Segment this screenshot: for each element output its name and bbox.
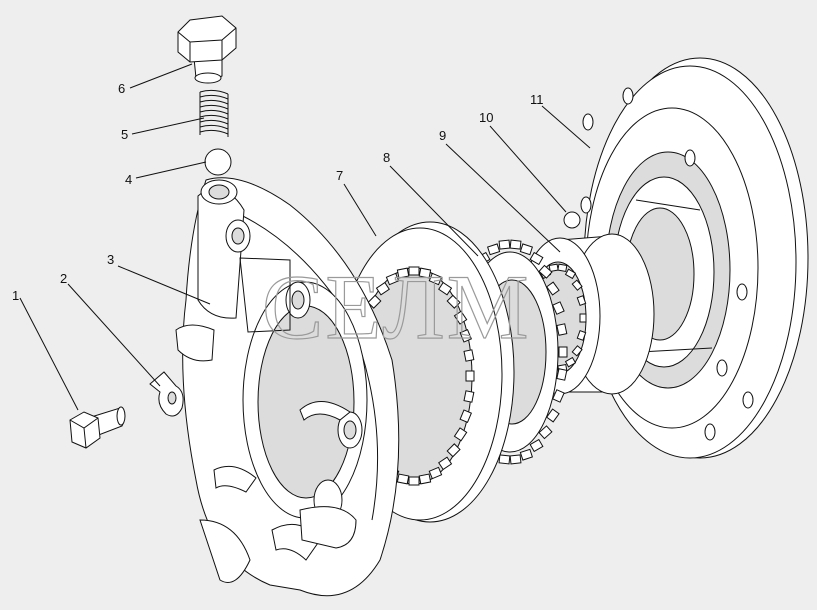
spring-coil (199, 124, 229, 130)
callout-3: 3 (107, 252, 114, 267)
callout-labels: 1 2 3 4 5 6 7 8 9 10 11 (12, 81, 544, 303)
gear-tooth (498, 239, 511, 250)
spring-coil (199, 114, 229, 120)
ring-tooth (396, 267, 410, 279)
gear-tooth (538, 425, 553, 440)
part-9-bushing (519, 233, 655, 395)
ring-tooth (375, 281, 390, 296)
spline-tooth (579, 313, 587, 323)
ring-tooth (408, 266, 420, 276)
gear-tooth (552, 301, 565, 315)
part-3-housing (175, 177, 400, 597)
callout-9: 9 (439, 128, 446, 143)
spring-coil (199, 119, 229, 125)
spline-tooth (564, 268, 577, 280)
ring-tooth (463, 349, 475, 362)
spline-tooth (564, 356, 577, 368)
spline-tooth (571, 345, 583, 357)
ring-tooth (459, 329, 472, 343)
callout-10: 10 (479, 110, 493, 125)
gear-tooth (546, 408, 560, 423)
ring-tooth (438, 456, 453, 471)
ring-tooth (465, 370, 475, 382)
callout-5: 5 (121, 127, 128, 142)
ring-tooth (446, 294, 461, 309)
spring-coil (199, 94, 229, 100)
gear-tooth (546, 281, 560, 296)
callout-1: 1 (12, 288, 19, 303)
watermark-text: СЕЛМ (262, 256, 531, 358)
spring-coil (199, 99, 229, 105)
part-1-bolt (69, 406, 126, 449)
gear-tooth (529, 251, 544, 266)
ring-tooth (446, 443, 461, 458)
flange-bolt-holes (580, 87, 754, 441)
ring-tooth (453, 427, 468, 442)
part-4-ball (204, 148, 232, 176)
ring-tooth (463, 390, 475, 403)
spline-tooth (557, 263, 568, 273)
gear-tooth (552, 389, 565, 403)
ring-tooth (459, 409, 472, 423)
gear-tooth (556, 368, 568, 381)
ring-tooth (385, 272, 400, 286)
spline-tooth (571, 279, 583, 291)
leader-lines (19, 63, 591, 411)
ring-tooth (428, 272, 443, 286)
spring-coil (199, 109, 229, 115)
callout-7: 7 (336, 168, 343, 183)
ring-tooth (453, 310, 468, 325)
gear-tooth (487, 243, 501, 256)
gear-tooth (519, 243, 533, 256)
gear-tooth (529, 438, 544, 453)
gear-tooth (519, 448, 533, 461)
gear-tooth (556, 323, 568, 336)
ring-tooth (396, 473, 410, 485)
callout-2: 2 (60, 271, 67, 286)
ring-tooth (438, 281, 453, 296)
ring-tooth (428, 466, 443, 480)
spline-tooth (576, 295, 587, 306)
callout-11: 11 (530, 92, 544, 107)
part-10-ball (563, 211, 581, 229)
gear-tooth (498, 454, 511, 465)
part-2-lock-washer (149, 371, 184, 417)
gear-tooth (509, 454, 522, 465)
spline-tooth (576, 330, 587, 341)
ring-tooth (367, 294, 382, 309)
ring-tooth (408, 476, 420, 486)
gear-tooth (558, 346, 568, 358)
part-6-cap-bolt (177, 15, 237, 84)
ring-tooth (418, 267, 432, 279)
spring-coil (199, 104, 229, 110)
spring-coil (199, 129, 229, 135)
spring-coil (199, 89, 229, 95)
gear-tooth (509, 239, 522, 250)
ring-tooth (418, 473, 432, 485)
callout-4: 4 (125, 172, 132, 187)
callout-8: 8 (383, 150, 390, 165)
spline-tooth (548, 263, 559, 273)
callout-6: 6 (118, 81, 125, 96)
part-5-spring (199, 89, 229, 137)
gear-tooth (538, 264, 553, 279)
